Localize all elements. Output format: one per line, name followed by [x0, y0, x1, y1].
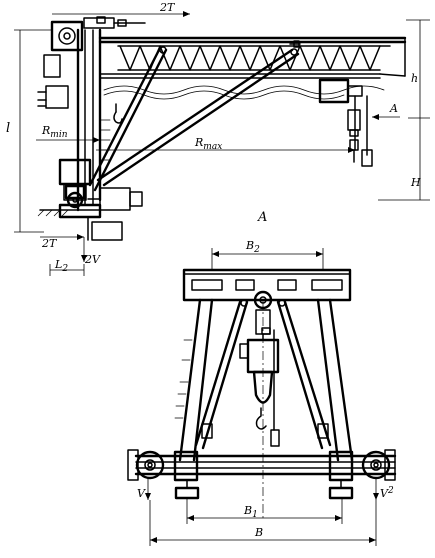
- label-force-top: 2T: [159, 1, 176, 14]
- front-view-a: A B2: [127, 210, 397, 546]
- label-arrow-a: A: [389, 102, 398, 115]
- label-view-a: A: [257, 210, 267, 225]
- portal-top-beam: [182, 268, 352, 310]
- label-b-total: B: [254, 526, 263, 539]
- label-b2: B2: [245, 239, 260, 255]
- boom-stays: [88, 46, 300, 192]
- label-r-min: Rmin: [41, 124, 68, 140]
- label-height-h: h: [411, 72, 418, 85]
- label-v-left: V: [137, 487, 146, 500]
- label-force-v: 2V: [84, 253, 101, 266]
- base-drive: [58, 158, 143, 241]
- label-r-max: Rmax: [194, 136, 222, 152]
- portal-legs: [174, 298, 354, 462]
- label-lever-l2: L2: [54, 258, 68, 274]
- label-span-l: l: [6, 121, 10, 136]
- portal-base: [127, 300, 397, 520]
- label-b1: B1: [243, 504, 258, 520]
- label-v-right: V2: [380, 486, 394, 500]
- label-height-H: H: [410, 176, 421, 189]
- side-elevation: 2T: [6, 1, 430, 276]
- ground: [37, 209, 101, 217]
- label-force-bottom: 2T: [41, 237, 58, 250]
- hoist-block: [239, 309, 280, 447]
- hoist-trolley: [318, 78, 373, 167]
